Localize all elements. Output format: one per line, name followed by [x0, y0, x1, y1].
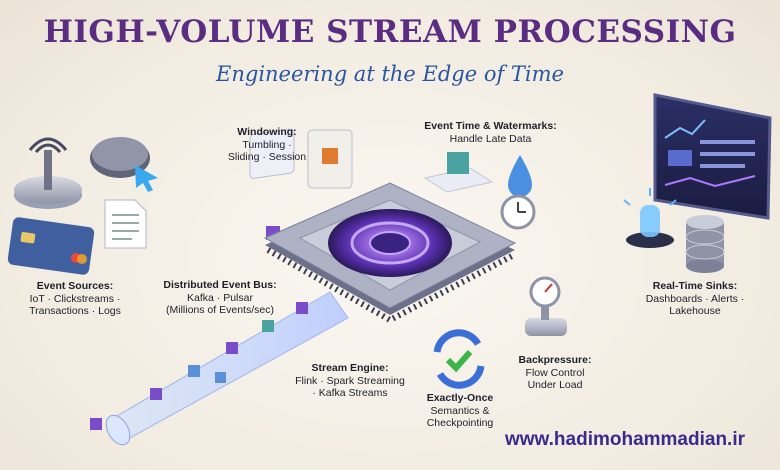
- sinks-heading: Real-Time Sinks:: [652, 280, 738, 292]
- event-time-line1: Handle Late Data: [449, 132, 532, 145]
- exactly-once-line2: Checkpointing: [426, 417, 494, 429]
- event-data-tube: [90, 291, 349, 446]
- alert-beacon-icon: [623, 188, 677, 248]
- stream-engine-heading: Stream Engine:: [311, 362, 389, 374]
- event-bus-line1: Kafka · Pulsar: [187, 291, 253, 304]
- credit-card-icon: [7, 217, 95, 275]
- event-sources-label: Event Sources: IoT · Clickstreams · Tran…: [10, 280, 140, 318]
- event-time-heading: Event Time & Watermarks:: [424, 120, 557, 132]
- event-bus-label: Distributed Event Bus: Kafka · Pulsar (M…: [155, 279, 285, 317]
- mouse-icon: [90, 137, 158, 192]
- stream-engine-label: Stream Engine: Flink · Spark Streaming ·…: [285, 362, 415, 400]
- event-bus-heading: Distributed Event Bus:: [163, 279, 277, 291]
- exactly-once-label: Exactly-Once Semantics & Checkpointing: [410, 392, 510, 430]
- sinks-label: Real-Time Sinks: Dashboards · Alerts · L…: [630, 280, 760, 318]
- backpressure-label: Backpressure: Flow Control Under Load: [505, 354, 605, 392]
- windowing-heading: Windowing:: [237, 126, 297, 138]
- exactly-once-refresh-icon: [433, 329, 485, 389]
- log-document-icon: [104, 199, 147, 249]
- backpressure-heading: Backpressure:: [518, 354, 592, 366]
- page-title: HIGH-VOLUME STREAM PROCESSING: [43, 14, 737, 50]
- event-sources-line2: Transactions · Logs: [29, 305, 121, 317]
- windowing-line2: Sliding · Session: [227, 151, 307, 163]
- event-sources-heading: Event Sources:: [36, 280, 114, 292]
- backpressure-line1: Flow Control: [525, 366, 585, 379]
- iot-router-icon: [14, 137, 82, 209]
- windowing-label: Windowing: Tumbling · Sliding · Session: [212, 126, 322, 164]
- pressure-gauge-icon: [525, 276, 567, 336]
- sinks-line2: Lakehouse: [669, 305, 721, 317]
- stream-engine-line1: Flink · Spark Streaming: [295, 374, 405, 387]
- website-watermark: www.hadimohammadian.ir: [505, 429, 746, 450]
- page-subtitle: Engineering at the Edge of Time: [216, 62, 564, 86]
- watermark-widget-icon: [423, 152, 536, 230]
- windowing-line1: Tumbling ·: [242, 138, 292, 151]
- event-time-label: Event Time & Watermarks: Handle Late Dat…: [418, 120, 563, 145]
- lakehouse-database-icon: [685, 215, 725, 273]
- windowing-cubes-icon: [249, 128, 353, 240]
- event-bus-line2: (Millions of Events/sec): [166, 304, 274, 316]
- sinks-line1: Dashboards · Alerts ·: [645, 292, 745, 305]
- event-sources-line1: IoT · Clickstreams ·: [29, 292, 121, 305]
- dashboard-monitor-icon: [653, 93, 772, 220]
- exactly-once-line1: Semantics &: [430, 404, 490, 417]
- stream-engine-line2: · Kafka Streams: [312, 387, 388, 399]
- exactly-once-heading: Exactly-Once: [426, 392, 494, 404]
- backpressure-line2: Under Load: [527, 379, 583, 391]
- stream-processor-chip: [263, 182, 517, 324]
